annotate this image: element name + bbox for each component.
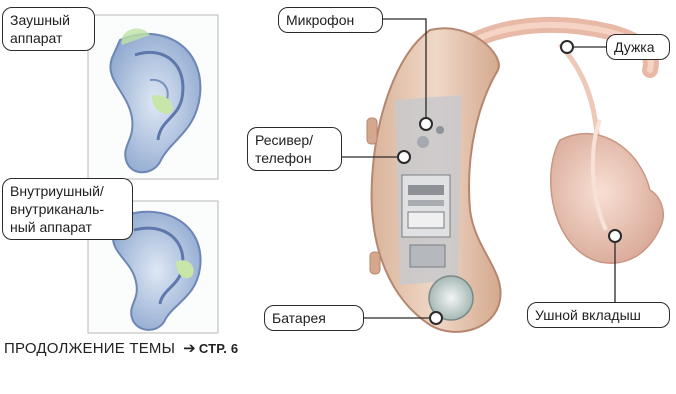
page-reference[interactable]: СТР. 6 bbox=[199, 341, 238, 356]
continuation-note: ПРОДОЛЖЕНИЕ ТЕМЫ ➔СТР. 6 bbox=[4, 339, 238, 357]
label-microphone: Микрофон bbox=[278, 7, 383, 33]
arrow-right-icon: ➔ bbox=[183, 340, 196, 357]
continuation-text: ПРОДОЛЖЕНИЕ ТЕМЫ bbox=[4, 340, 175, 357]
earmold-icon bbox=[551, 120, 664, 263]
label-receiver: Ресивер/ телефон bbox=[247, 127, 342, 171]
label-tube: Дужка bbox=[606, 34, 670, 60]
label-battery: Батарея bbox=[264, 305, 364, 331]
hearing-aid-body bbox=[367, 28, 501, 332]
label-bte: Заушный аппарат bbox=[2, 7, 95, 51]
label-earmold: Ушной вкладыш bbox=[527, 302, 670, 328]
label-ite: Внутриушный/ внутриканаль- ный аппарат bbox=[2, 178, 133, 240]
